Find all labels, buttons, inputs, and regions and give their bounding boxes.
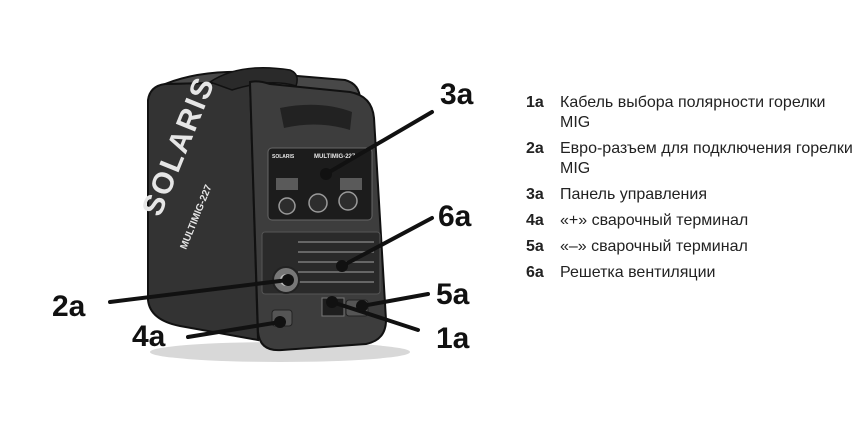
callout-dots — [274, 168, 368, 328]
welding-machine: SOLARIS MULTIMIG-227 SOLARIS MULTIMIG-22… — [136, 66, 410, 362]
legend-item: 1a Кабель выбора полярности горелки MIG — [526, 93, 856, 133]
callout-label-3a: 3a — [440, 78, 474, 111]
callout-line-2a — [108, 278, 290, 304]
legend-text: Решетка вентиляции — [560, 264, 716, 281]
callout-line-4a — [186, 320, 282, 339]
legend-item: 2a Евро-разъем для подключения горелки M… — [526, 139, 856, 179]
legend: 1a Кабель выбора полярности горелки MIG … — [526, 93, 856, 289]
callout-lines — [108, 110, 434, 339]
legend-text: Кабель выбора полярности горелки MIG — [560, 94, 826, 131]
callout-dot-3a — [320, 168, 332, 180]
legend-code: 1a — [526, 94, 544, 111]
legend-item: 3a Панель управления — [526, 185, 856, 205]
knob-middle — [308, 193, 328, 213]
legend-code: 6a — [526, 264, 544, 281]
callout-dot-4a — [274, 316, 286, 328]
legend-text: Панель управления — [560, 186, 707, 203]
legend-code: 5a — [526, 238, 544, 255]
knob-left — [278, 197, 296, 215]
callout-label-4a: 4a — [132, 320, 166, 353]
legend-code: 3a — [526, 186, 544, 203]
callout-label-2a: 2a — [52, 290, 86, 323]
panel-brand: SOLARIS — [272, 154, 295, 160]
legend-item: 4a «+» сварочный терминал — [526, 211, 856, 231]
display-left — [276, 178, 298, 190]
legend-text: Евро-разъем для подключения горелки MIG — [560, 140, 853, 177]
callout-line-3a — [324, 110, 434, 176]
front-upper-recess — [280, 104, 352, 130]
callout-line-6a — [340, 216, 434, 268]
knob-right — [338, 191, 358, 211]
callout-dot-5a — [356, 300, 368, 312]
machine-side-panel — [147, 80, 260, 342]
panel-model: MULTIMIG-227 — [314, 154, 356, 160]
callout-labels: 3a 6a 2a 4a 5a 1a — [52, 78, 474, 355]
callout-label-5a: 5a — [436, 278, 470, 311]
display-right — [340, 178, 362, 190]
legend-item: 5a «–» сварочный терминал — [526, 237, 856, 257]
legend-item: 6a Решетка вентиляции — [526, 263, 856, 283]
callout-dot-6a — [336, 260, 348, 272]
callout-label-6a: 6a — [438, 200, 472, 233]
callout-dot-2a — [282, 274, 294, 286]
callout-dot-1a — [326, 296, 338, 308]
callout-label-1a: 1a — [436, 322, 470, 355]
callout-line-1a — [330, 300, 420, 332]
legend-text: «–» сварочный терминал — [560, 238, 748, 255]
legend-code: 2a — [526, 140, 544, 157]
legend-text: «+» сварочный терминал — [560, 212, 749, 229]
legend-code: 4a — [526, 212, 544, 229]
callout-line-5a — [360, 292, 430, 308]
ground-shadow — [150, 342, 410, 362]
